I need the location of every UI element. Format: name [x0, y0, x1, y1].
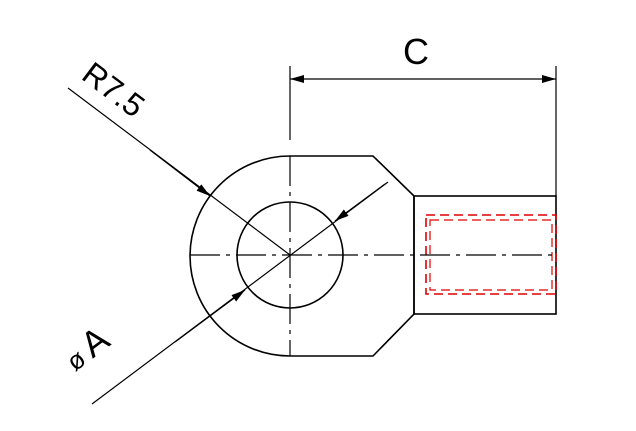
- diameter-arrow-upper: [334, 183, 386, 222]
- dimension-label-c: C: [403, 31, 429, 72]
- radius-arrow: [149, 149, 211, 197]
- dimension-label-radius: R7.5: [76, 55, 152, 124]
- diameter-arrow-lower: [174, 289, 246, 343]
- terminal-outline: [189, 155, 415, 357]
- diameter-label-group: ø A: [61, 318, 117, 377]
